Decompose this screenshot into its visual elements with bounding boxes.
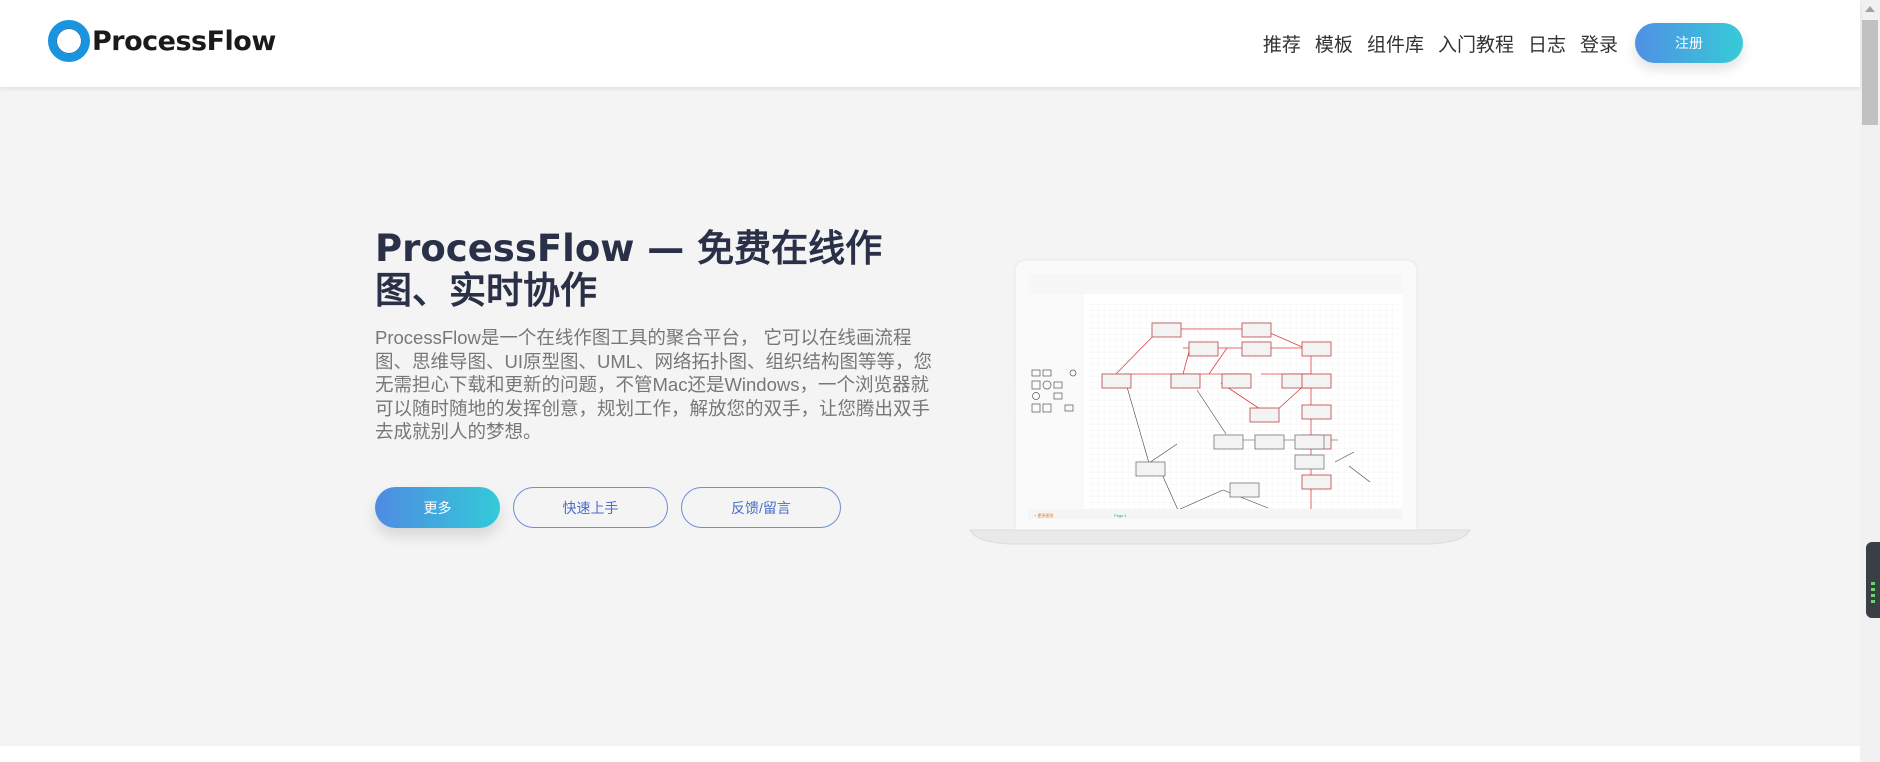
nav-login[interactable]: 登录 xyxy=(1579,35,1618,56)
main-nav: 推荐 模板 组件库 入门教程 日志 登录 xyxy=(1263,30,1618,57)
signup-button[interactable]: 注册 xyxy=(1635,23,1743,63)
page-title: ProcessFlow — 免费在线作图、实时协作 xyxy=(375,227,883,312)
top-header: ProcessFlow 推荐 模板 组件库 入门教程 日志 登录 注册 xyxy=(0,0,1860,87)
laptop-preview-image: + 更多图形 Page-1 xyxy=(950,240,1490,560)
next-section xyxy=(0,746,1860,762)
nav-components[interactable]: 组件库 xyxy=(1366,35,1424,56)
hero-description: ProcessFlow是一个在线作图工具的聚合平台， 它可以在线画流程图、思维导… xyxy=(375,327,933,442)
logo[interactable]: ProcessFlow xyxy=(48,20,276,62)
logo-ring-icon xyxy=(48,20,90,62)
nav-recommend[interactable]: 推荐 xyxy=(1262,35,1301,56)
floating-widget[interactable] xyxy=(1866,542,1880,618)
quick-start-button[interactable]: 快速上手 xyxy=(513,487,668,528)
nav-templates[interactable]: 模板 xyxy=(1314,35,1353,56)
more-button[interactable]: 更多 xyxy=(375,487,500,528)
brand-name: ProcessFlow xyxy=(92,25,276,57)
svg-text:+ 更多图形: + 更多图形 xyxy=(1034,512,1053,518)
scrollbar[interactable] xyxy=(1860,0,1880,762)
nav-changelog[interactable]: 日志 xyxy=(1527,35,1566,56)
scroll-up-icon[interactable] xyxy=(1865,6,1875,12)
preview-page-tab: Page-1 xyxy=(1114,513,1128,518)
scrollbar-thumb[interactable] xyxy=(1862,20,1878,125)
feedback-button[interactable]: 反馈/留言 xyxy=(681,487,841,528)
nav-tutorial[interactable]: 入门教程 xyxy=(1437,35,1514,56)
